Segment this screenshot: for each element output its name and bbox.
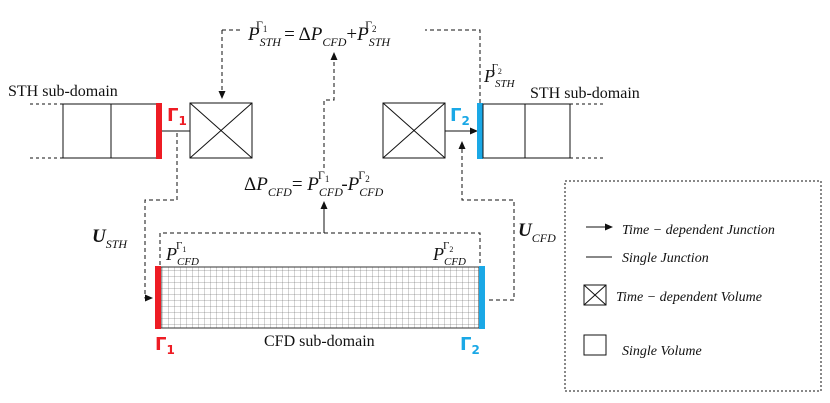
equation-mid: ΔPCFD= PCFDΓ1-PCFDΓ2: [244, 168, 384, 199]
crossed-box-icon: [583, 284, 607, 306]
p-cfd-gamma1-label: PCFDΓ1: [165, 240, 199, 268]
sth-right-domain: STH sub-domain Γ2: [450, 85, 640, 159]
sth-left-domain: STH sub-domain Γ1: [8, 83, 187, 159]
box-icon: [583, 334, 607, 356]
legend: Time − dependent Junction Single Junctio…: [564, 180, 822, 392]
sth-right-volume-2: [524, 103, 571, 159]
sth-right-label: STH sub-domain: [530, 85, 640, 102]
sth-left-volume-2: [110, 103, 158, 159]
p-sth-gamma2-label: PSTHΓ2: [483, 62, 516, 90]
sth-right-volume-1: [482, 103, 526, 159]
tdv-left: [189, 102, 253, 159]
gamma1-boundary-cfd: [155, 266, 161, 329]
u-sth-label: USTH: [92, 226, 128, 251]
tdv-right: [382, 102, 446, 159]
sth-left-label: STH sub-domain: [8, 83, 118, 100]
gamma1-label-top: Γ1: [167, 105, 187, 128]
sth-left-volume-1: [62, 103, 112, 159]
gamma1-label-cfd: Γ1: [155, 334, 175, 357]
dashed-flows: [144, 29, 515, 302]
cfd-mesh: CFD sub-domain Γ1 Γ2: [155, 266, 485, 357]
cfd-domain-label: CFD sub-domain: [264, 333, 375, 350]
legend-item-1: Time − dependent Junction: [622, 223, 775, 238]
gamma2-label-top: Γ2: [450, 105, 470, 128]
legend-item-2: Single Junction: [622, 251, 709, 266]
gamma2-boundary-cfd: [479, 266, 485, 329]
legend-item-3: Time − dependent Volume: [616, 290, 762, 305]
equation-top: PSTHΓ1 = ΔPCFD+PSTHΓ2: [247, 18, 391, 49]
legend-item-4: Single Volume: [622, 344, 702, 359]
gamma1-boundary-top: [156, 103, 162, 159]
gamma2-boundary-top: [477, 103, 483, 159]
p-cfd-gamma2-label: PCFDΓ2: [432, 240, 466, 268]
gamma2-label-cfd: Γ2: [460, 334, 480, 357]
u-cfd-label: UCFD: [518, 220, 556, 245]
